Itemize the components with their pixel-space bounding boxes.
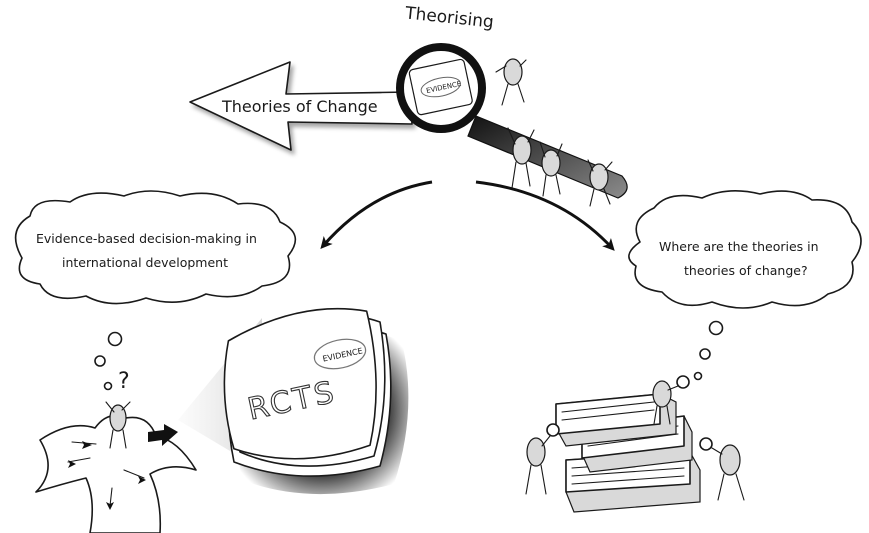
confused-figure	[105, 401, 131, 449]
left-thought-cloud: Evidence-based decision-making in intern…	[14, 190, 297, 305]
pointing-arrow-icon	[148, 424, 178, 446]
arrow-label: Theories of Change	[221, 97, 378, 116]
magnifying-glass: EVIDENCE	[396, 43, 628, 199]
theorising-heading: Theorising	[403, 3, 494, 32]
researcher-figures	[525, 375, 745, 501]
book-stack	[555, 393, 701, 513]
right-thought-cloud: Where are the theories in theories of ch…	[628, 190, 862, 309]
arrow-to-right	[475, 180, 615, 251]
left-cloud-line1: Evidence-based decision-making in	[36, 231, 257, 246]
left-cloud-line2: international development	[62, 255, 228, 270]
theories-of-change-arrow: Theories of Change	[189, 61, 413, 151]
right-cloud-line1: Where are the theories in	[659, 239, 819, 254]
arrow-to-left	[320, 180, 433, 250]
right-thought-bubbles	[693, 320, 724, 381]
left-thought-bubbles	[94, 331, 123, 391]
rcts-paper-stack: EVIDENCE RCTS	[223, 307, 409, 495]
question-mark: ?	[118, 369, 130, 394]
figures-carrying-glass	[495, 58, 613, 207]
right-cloud-line2: theories of change?	[684, 263, 808, 278]
